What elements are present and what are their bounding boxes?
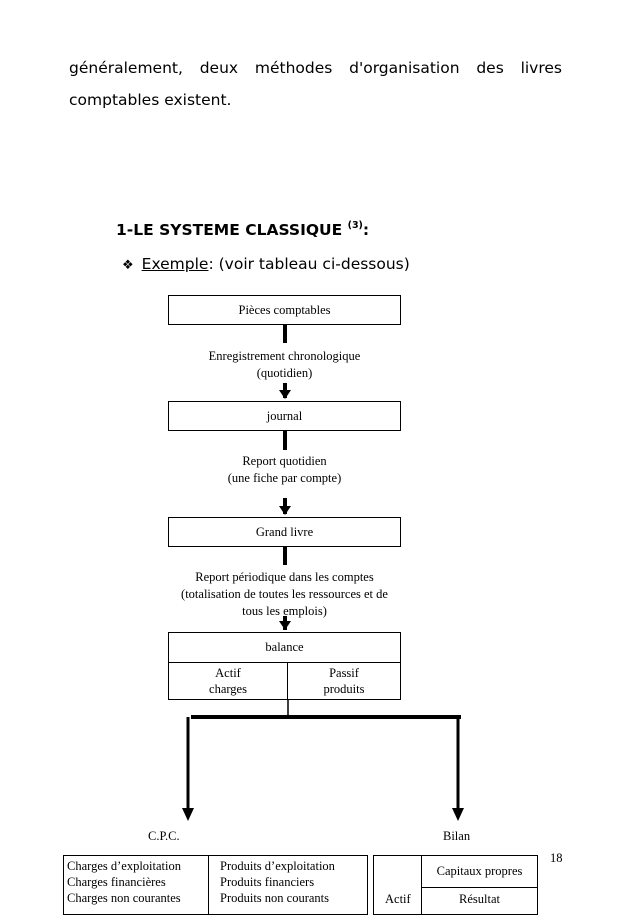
arrow-down-icon — [182, 717, 194, 821]
cell-line: Charges financières — [67, 875, 166, 889]
cell-line: Charges d’exploitation — [67, 859, 181, 873]
cell-line: charges — [209, 682, 247, 696]
cell-line: Charges non courantes — [67, 891, 181, 905]
box-label: journal — [266, 408, 303, 423]
diamond-bullet-icon: ❖ — [122, 258, 134, 273]
arrow-down-icon — [452, 717, 464, 821]
cpc-produits-cell: Produits d’exploitation Produits financi… — [209, 856, 367, 914]
box-grand-livre: Grand livre — [168, 517, 401, 547]
cell-line: Actif — [215, 666, 241, 680]
arrow-down-icon — [279, 547, 291, 630]
paragraph-line-1: généralement, deux méthodes d'organisati… — [69, 52, 562, 84]
word: livres — [520, 59, 562, 77]
cpc-label: C.P.C. — [148, 829, 180, 843]
cell-line: produits — [323, 682, 365, 696]
footnote-marker: (3) — [347, 220, 363, 231]
example-text: : (voir tableau ci-dessous) — [208, 255, 410, 273]
bilan-capitaux-cell: Capitaux propres — [422, 856, 537, 888]
cpc-charges-cell: Charges d’exploitation Charges financièr… — [64, 856, 209, 914]
cell-line: Passif — [329, 666, 359, 680]
word: deux — [199, 59, 239, 77]
section-title: 1-LE SYSTEME CLASSIQUE — [116, 221, 343, 239]
caption-line: (une fiche par compte) — [227, 471, 342, 485]
box-journal: journal — [168, 401, 401, 431]
caption-line: Report quotidien — [242, 454, 327, 468]
cell-line: Produits non courants — [220, 891, 330, 905]
balance-left-cell: Actif charges — [169, 663, 288, 700]
cell-line: Produits d’exploitation — [220, 859, 335, 873]
caption-line: Report périodique dans les comptes — [195, 570, 374, 584]
balance-title-text: balance — [265, 640, 304, 654]
caption-enregistrement: Enregistrement chronologique (quotidien) — [168, 348, 401, 382]
bilan-resultat-text: Résultat — [459, 892, 500, 906]
caption-report-quotidien: Report quotidien (une fiche par compte) — [168, 453, 401, 487]
arrow-down-icon — [279, 325, 291, 399]
caption-line: tous les emplois) — [242, 604, 327, 618]
example-label: Exemple — [141, 255, 209, 273]
bilan-table: Actif Capitaux propres Résultat — [373, 855, 538, 915]
caption-line: (quotidien) — [256, 366, 313, 380]
page-number: 18 — [550, 851, 563, 865]
caption-report-periodique: Report périodique dans les comptes (tota… — [158, 569, 411, 620]
bilan-actif-text: Actif — [385, 892, 411, 906]
heading-colon: : — [362, 221, 370, 239]
box-pieces-comptables: Pièces comptables — [168, 295, 401, 325]
example-line: ❖ Exemple: (voir tableau ci-dessous) — [122, 255, 410, 273]
bilan-actif-cell: Actif — [374, 856, 422, 914]
word: méthodes — [254, 59, 333, 77]
bilan-label: Bilan — [443, 829, 471, 843]
balance-table: balance Actif charges Passif produits — [168, 632, 401, 700]
arrow-down-icon — [279, 431, 291, 515]
cell-line: Produits financiers — [220, 875, 315, 889]
word: généralement, — [69, 59, 183, 77]
section-heading: 1-LE SYSTEME CLASSIQUE (3): — [116, 220, 369, 239]
cpc-table: Charges d’exploitation Charges financièr… — [63, 855, 368, 915]
word: d'organisation — [349, 59, 460, 77]
box-label: Grand livre — [255, 524, 314, 539]
intro-paragraph: généralement, deux méthodes d'organisati… — [69, 52, 562, 116]
balance-title: balance — [169, 633, 400, 663]
box-label: Pièces comptables — [238, 302, 331, 317]
word: des — [476, 59, 504, 77]
bilan-resultat-cell: Résultat — [422, 888, 537, 914]
caption-line: Enregistrement chronologique — [208, 349, 361, 363]
caption-line: (totalisation de toutes les ressources e… — [181, 587, 388, 601]
balance-right-cell: Passif produits — [288, 663, 400, 700]
paragraph-line-2: comptables existent. — [69, 91, 232, 109]
bilan-capitaux-text: Capitaux propres — [436, 864, 523, 878]
